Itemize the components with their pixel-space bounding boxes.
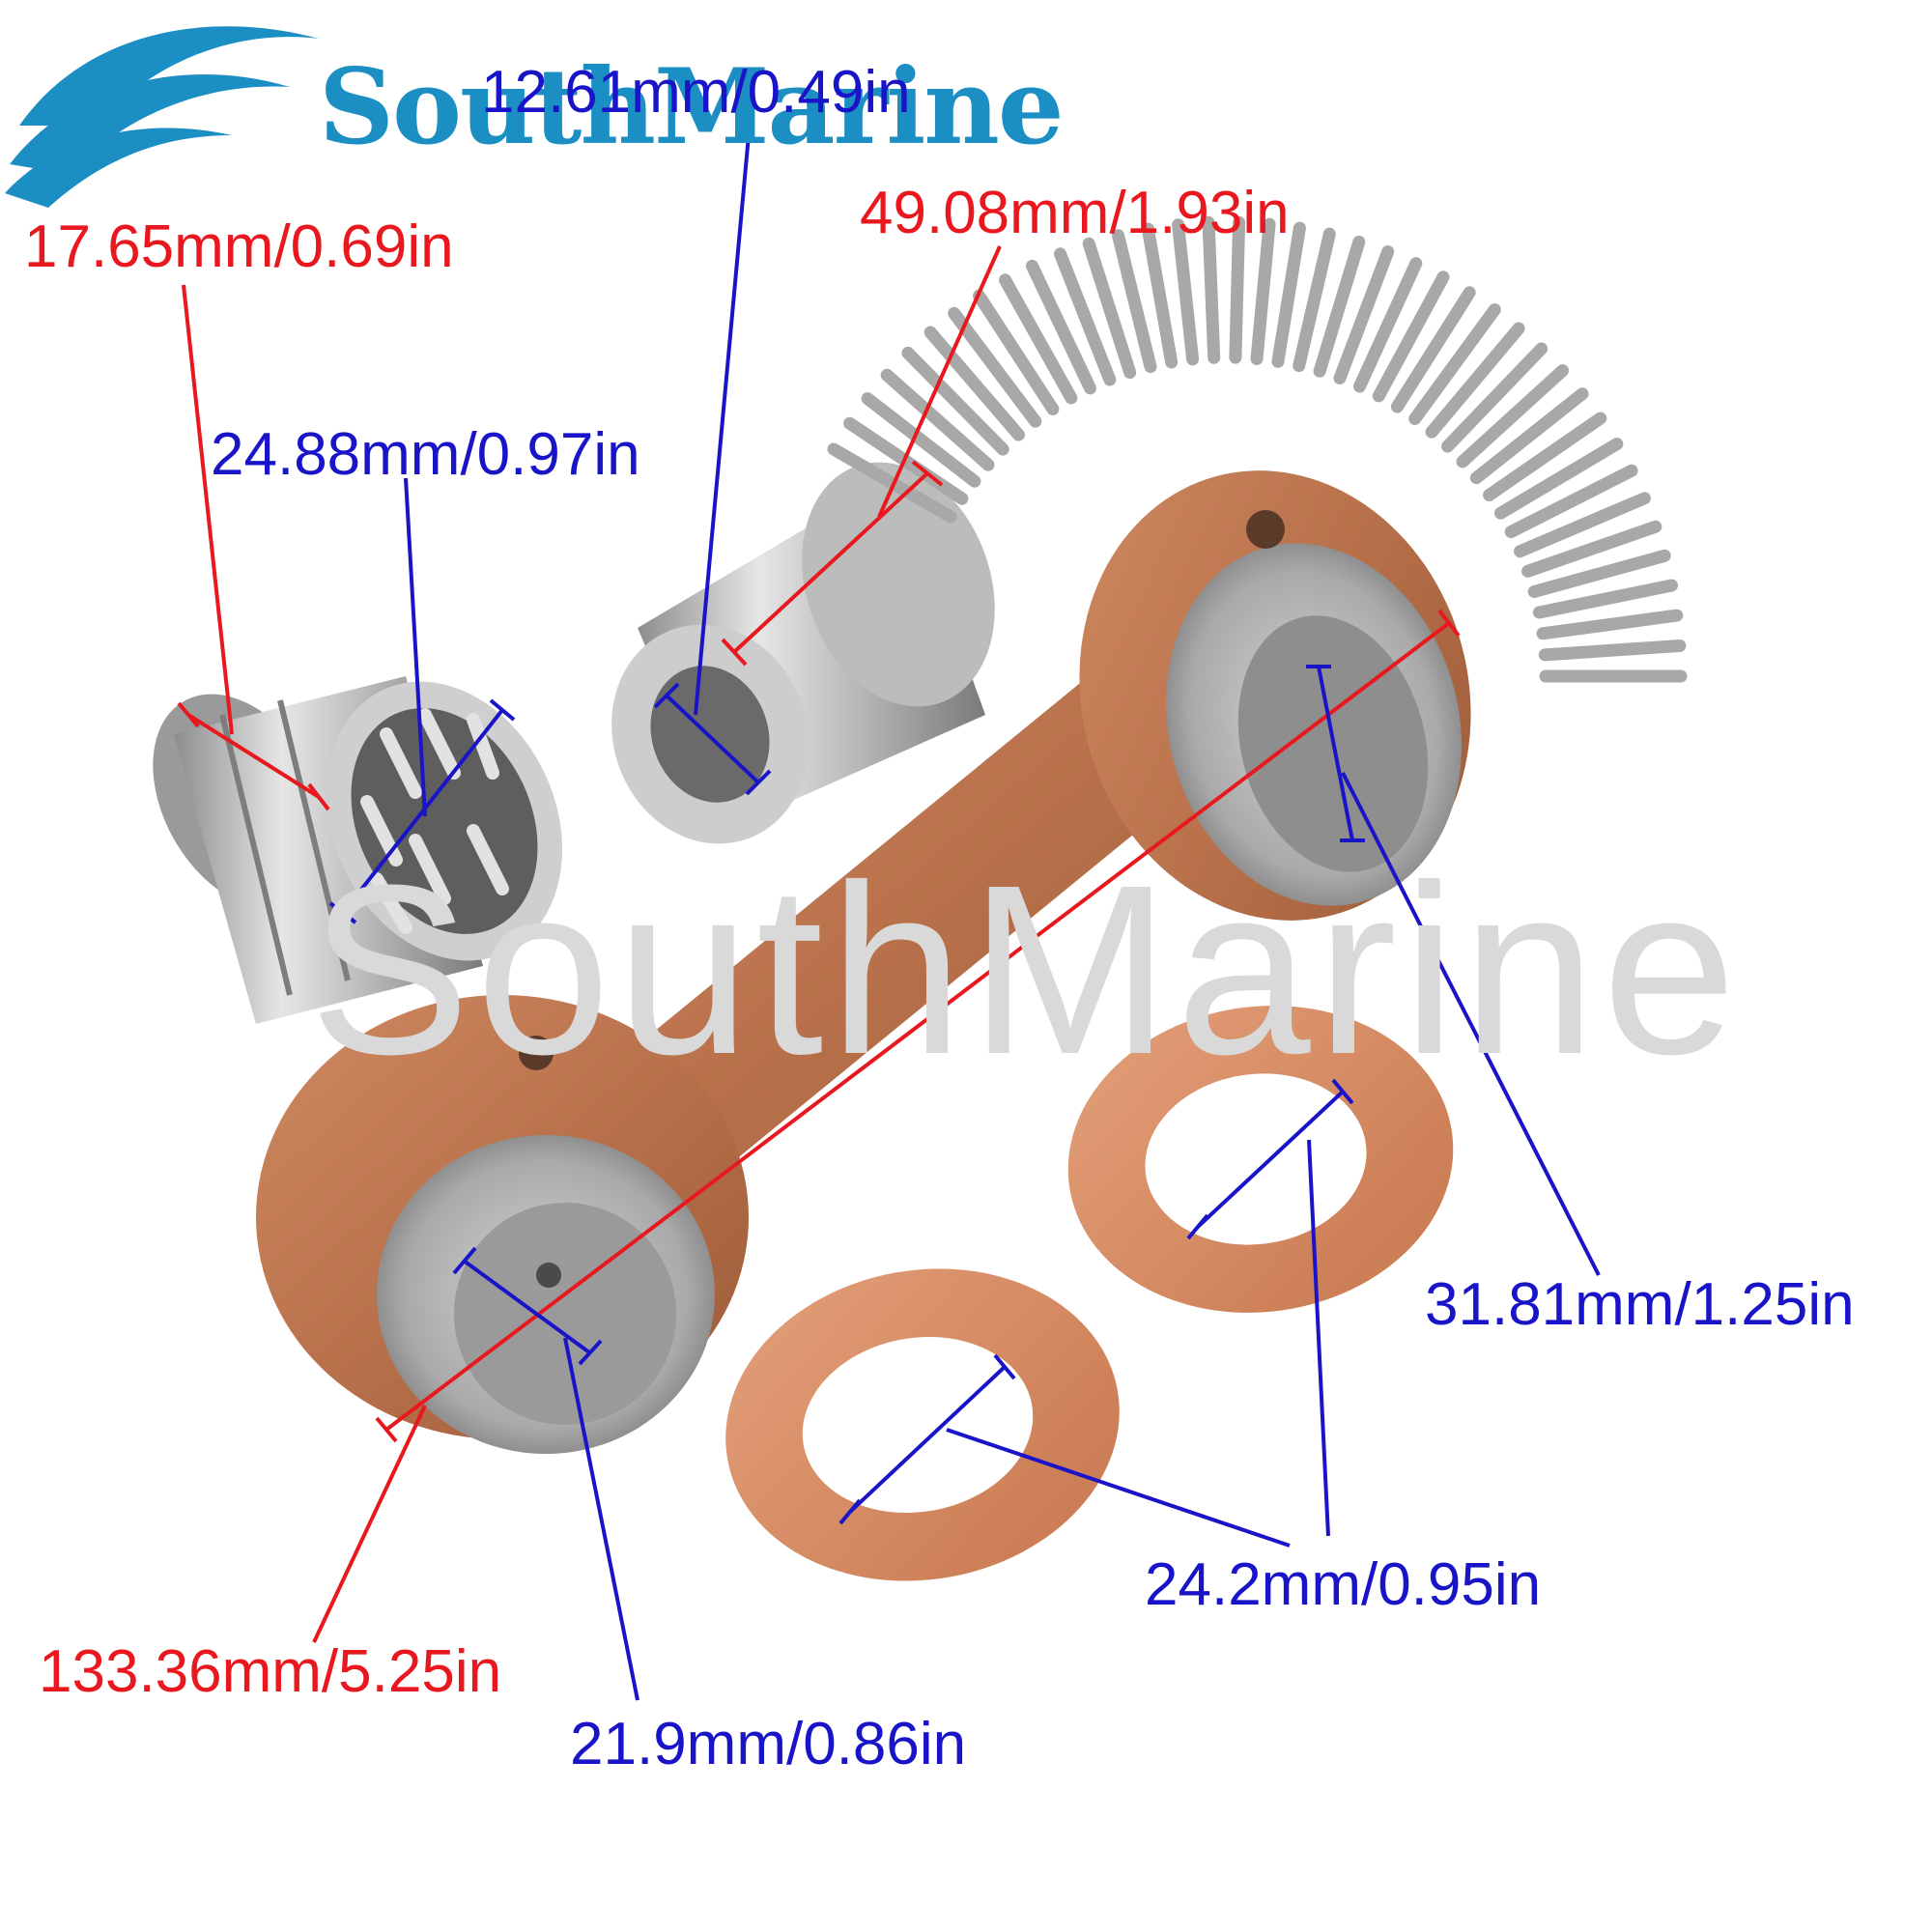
needle-roller — [861, 392, 981, 488]
needle-roller — [1441, 342, 1548, 453]
dimension-pin-length: 49.08mm/1.93in — [860, 180, 1290, 246]
needle-bearing — [153, 676, 562, 1024]
needle-roller — [1054, 247, 1117, 386]
needle-roller — [1469, 387, 1589, 485]
needle-roller — [1494, 438, 1624, 520]
needle-roller — [880, 368, 995, 471]
needle-roller — [1112, 229, 1157, 374]
needle-roller — [1532, 579, 1678, 619]
needle-roller — [1082, 237, 1137, 380]
dimension-small-end-bore: 21.9mm/0.86in — [570, 1711, 967, 1777]
needle-roller — [1483, 412, 1607, 501]
connecting-rod — [256, 470, 1471, 1454]
needle-roller — [1456, 364, 1570, 469]
needle-roller — [948, 306, 1042, 428]
needle-roller — [1202, 215, 1221, 364]
needle-roller — [1353, 257, 1423, 393]
needle-roller — [901, 346, 1009, 456]
needle-roller — [1333, 245, 1395, 384]
needle-roller — [1521, 520, 1662, 578]
thrust-washer-lower — [725, 1268, 1120, 1581]
red-leader-lines — [177, 245, 1461, 1643]
needle-roller — [1229, 215, 1246, 364]
dimension-rod-length: 133.36mm/5.25in — [39, 1638, 502, 1705]
needle-roller — [1141, 222, 1179, 369]
needle-roller — [1514, 492, 1651, 558]
brand-logo-text: SouthMarine — [319, 46, 1065, 168]
needle-roller — [1271, 221, 1306, 368]
blue-leader-lines — [328, 134, 1601, 1701]
wave-logo-icon — [5, 26, 319, 208]
needle-roller — [973, 289, 1060, 415]
needle-roller — [1172, 218, 1200, 366]
watermark-text: SouthMarine — [309, 835, 1743, 1104]
needle-roller — [1504, 464, 1638, 539]
needle-roller — [1372, 270, 1450, 403]
needle-roller — [1026, 259, 1096, 395]
needle-roller — [1390, 286, 1476, 413]
dimension-big-end-bore: 31.81mm/1.25in — [1425, 1271, 1855, 1338]
dimension-washer-inner: 24.2mm/0.95in — [1145, 1551, 1542, 1618]
needle-roller — [999, 273, 1078, 405]
needle-roller — [1250, 217, 1276, 365]
dimension-bearing-diameter: 24.88mm/0.97in — [211, 421, 640, 488]
needle-roller — [1538, 639, 1687, 662]
dimension-pin-inner: 12.61mm/0.49in — [481, 59, 911, 126]
needle-roller — [1293, 227, 1336, 373]
needle-roller — [1536, 609, 1684, 640]
needle-roller — [923, 326, 1025, 441]
dimension-bearing-width: 17.65mm/0.69in — [24, 213, 454, 280]
needle-roller — [1408, 303, 1501, 425]
needle-roller — [1313, 235, 1366, 378]
needle-roller — [1527, 549, 1671, 598]
needle-roller — [1425, 322, 1525, 439]
